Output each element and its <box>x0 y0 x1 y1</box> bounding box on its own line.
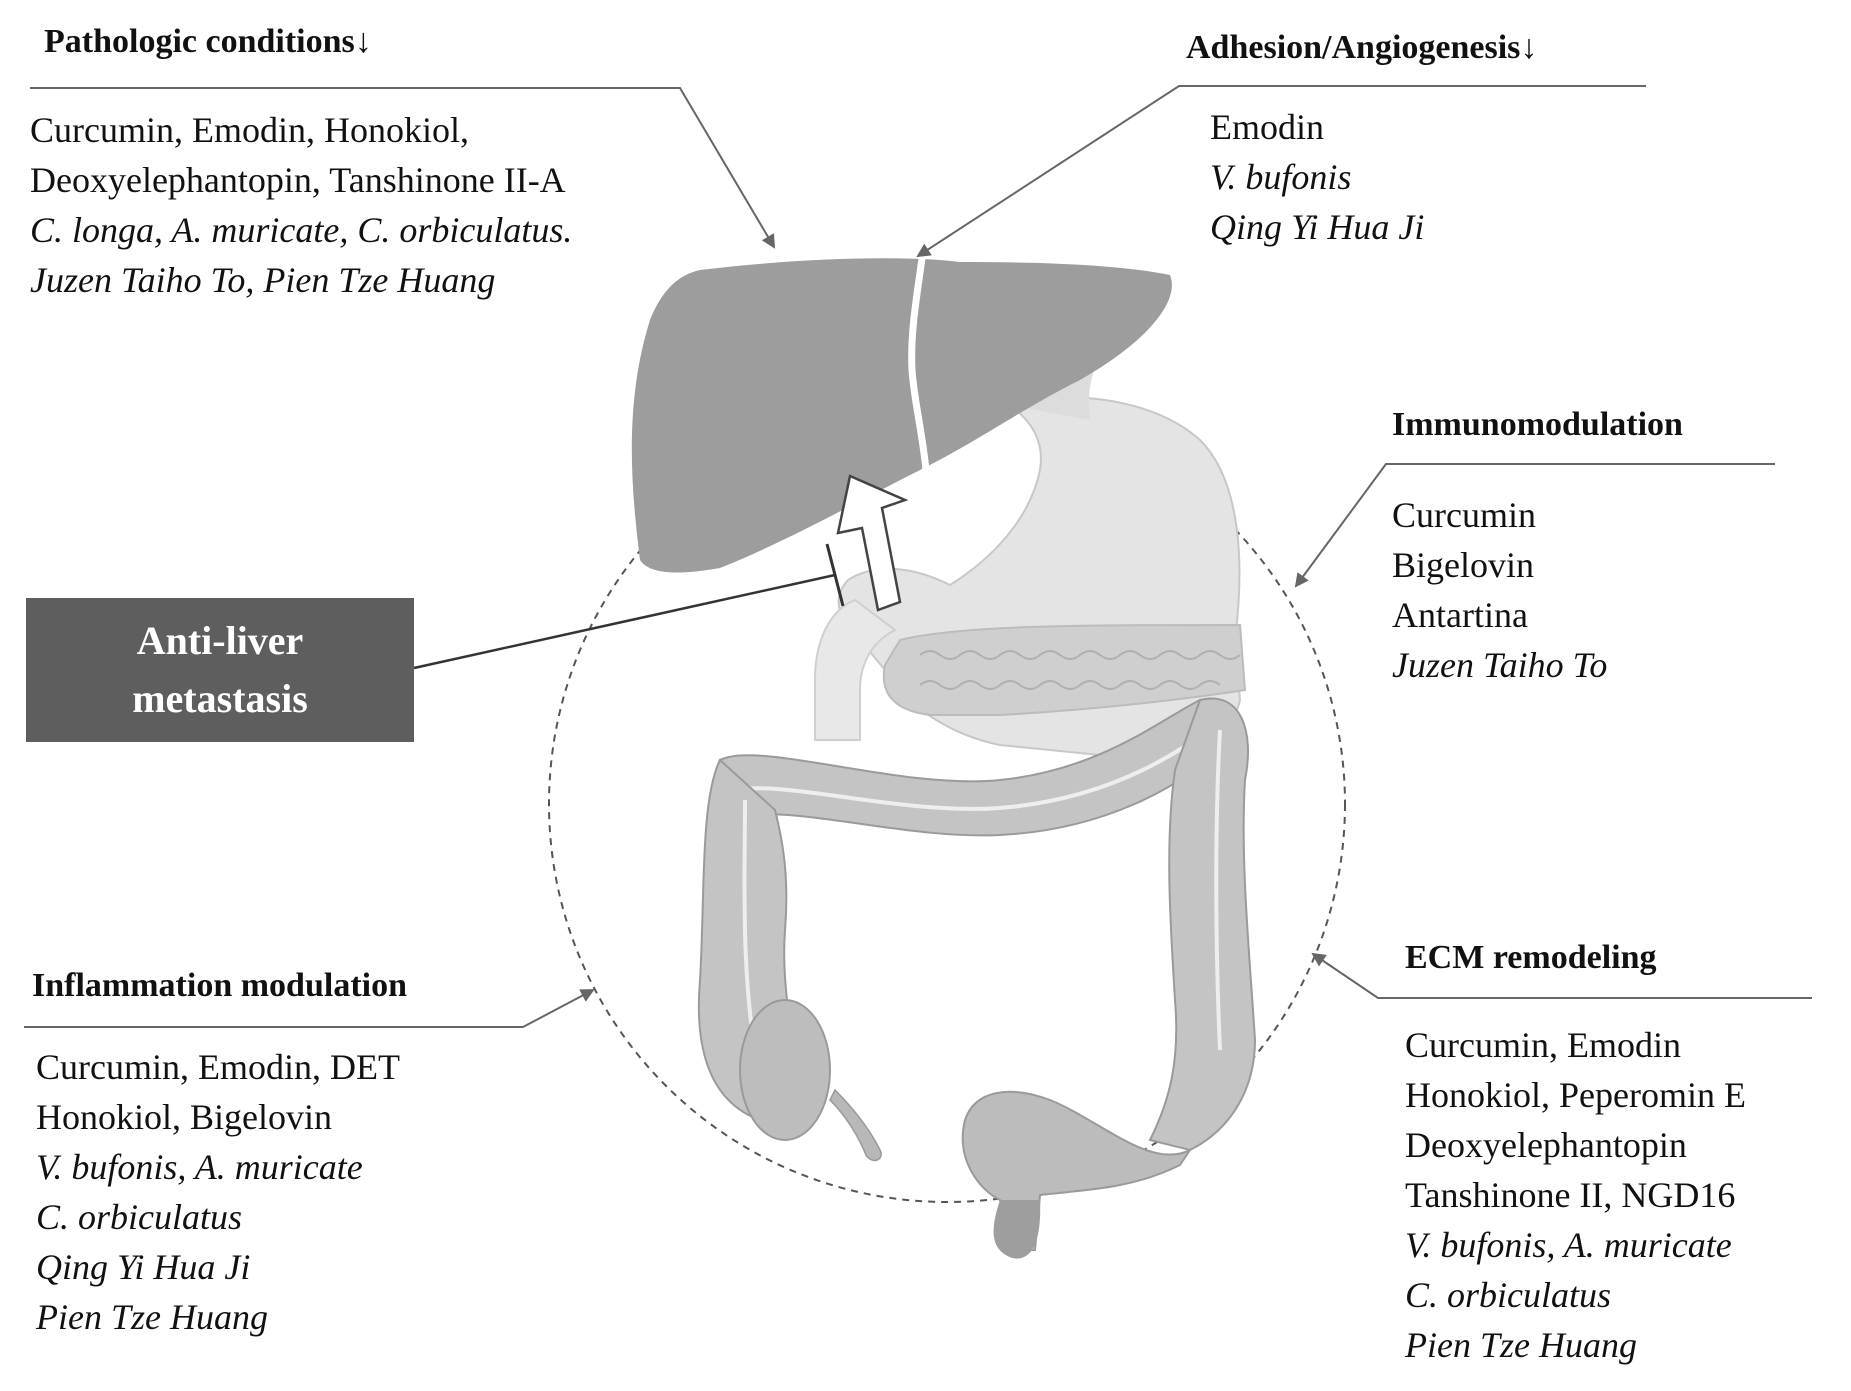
list-item: Honokiol, Bigelovin <box>36 1097 332 1137</box>
list-inflammation: Curcumin, Emodin, DET Honokiol, Bigelovi… <box>36 1042 400 1342</box>
duodenum-shape <box>814 598 897 741</box>
heading-immuno: Immunomodulation <box>1392 406 1683 443</box>
list-item: C. orbiculatus <box>1405 1275 1612 1315</box>
list-item: Emodin <box>1210 107 1324 147</box>
list-item: Honokiol, Peperomin E <box>1405 1075 1746 1115</box>
list-ecm: Curcumin, Emodin Honokiol, Peperomin E D… <box>1405 1020 1746 1370</box>
list-item: Qing Yi Hua Ji <box>36 1247 251 1287</box>
list-item: Bigelovin <box>1392 545 1534 585</box>
connector-center <box>413 573 836 670</box>
inhibition-bar <box>825 543 845 607</box>
connector-pathologic <box>30 87 776 249</box>
center-label-line-2: metastasis <box>132 676 308 721</box>
connector-adhesion <box>916 85 1646 258</box>
section-pathologic: Pathologic conditions↓ <box>44 22 372 62</box>
list-item: Curcumin <box>1392 495 1536 535</box>
list-item: Qing Yi Hua Ji <box>1210 207 1425 247</box>
list-item: Curcumin, Emodin, Honokiol, <box>30 110 469 150</box>
list-item: Deoxyelephantopin, Tanshinone II-A <box>30 160 566 200</box>
connector-ecm <box>1311 952 1812 999</box>
list-immuno: Curcumin Bigelovin Antartina Juzen Taiho… <box>1392 490 1607 690</box>
list-item: V. bufonis, A. muricate <box>36 1147 363 1187</box>
section-immuno: Immunomodulation <box>1392 405 1683 445</box>
center-label-line-1: Anti-liver <box>136 618 304 663</box>
list-item: Pien Tze Huang <box>1405 1325 1637 1365</box>
heading-pathologic: Pathologic conditions↓ <box>44 23 372 60</box>
liver-shape <box>631 258 1172 573</box>
heading-ecm: ECM remodeling <box>1405 939 1657 976</box>
list-item: Curcumin, Emodin <box>1405 1025 1681 1065</box>
metastasis-arrow-icon <box>836 474 909 612</box>
colon-shape <box>697 697 1257 1259</box>
list-item: Juzen Taiho To <box>1392 645 1608 685</box>
list-item: Tanshinone II, NGD16 <box>1405 1175 1736 1215</box>
connector-inflammation <box>24 989 595 1028</box>
list-adhesion: Emodin V. bufonis Qing Yi Hua Ji <box>1210 102 1424 252</box>
list-item: C. orbiculatus <box>36 1197 243 1237</box>
section-adhesion: Adhesion/Angiogenesis↓ <box>1186 28 1537 68</box>
list-pathologic: Curcumin, Emodin, Honokiol, Deoxyelephan… <box>30 105 572 305</box>
list-item: Deoxyelephantopin <box>1405 1125 1687 1165</box>
list-item: Juzen Taiho To, Pien Tze Huang <box>30 260 496 300</box>
pancreas-shape <box>882 623 1247 716</box>
heading-adhesion: Adhesion/Angiogenesis↓ <box>1186 29 1538 66</box>
anti-liver-metastasis-box: Anti-liver metastasis <box>26 598 414 742</box>
list-item: V. bufonis, A. muricate <box>1405 1225 1732 1265</box>
section-ecm: ECM remodeling <box>1405 938 1657 978</box>
list-item: C. longa, A. muricate, C. orbiculatus. <box>30 210 573 250</box>
liver-fissure <box>908 257 930 471</box>
section-inflammation: Inflammation modulation <box>32 966 407 1006</box>
list-item: Pien Tze Huang <box>36 1297 268 1337</box>
connector-immuno <box>1294 463 1775 588</box>
heading-inflammation: Inflammation modulation <box>32 967 407 1004</box>
list-item: V. bufonis <box>1210 157 1352 197</box>
list-item: Curcumin, Emodin, DET <box>36 1047 400 1087</box>
list-item: Antartina <box>1392 595 1528 635</box>
